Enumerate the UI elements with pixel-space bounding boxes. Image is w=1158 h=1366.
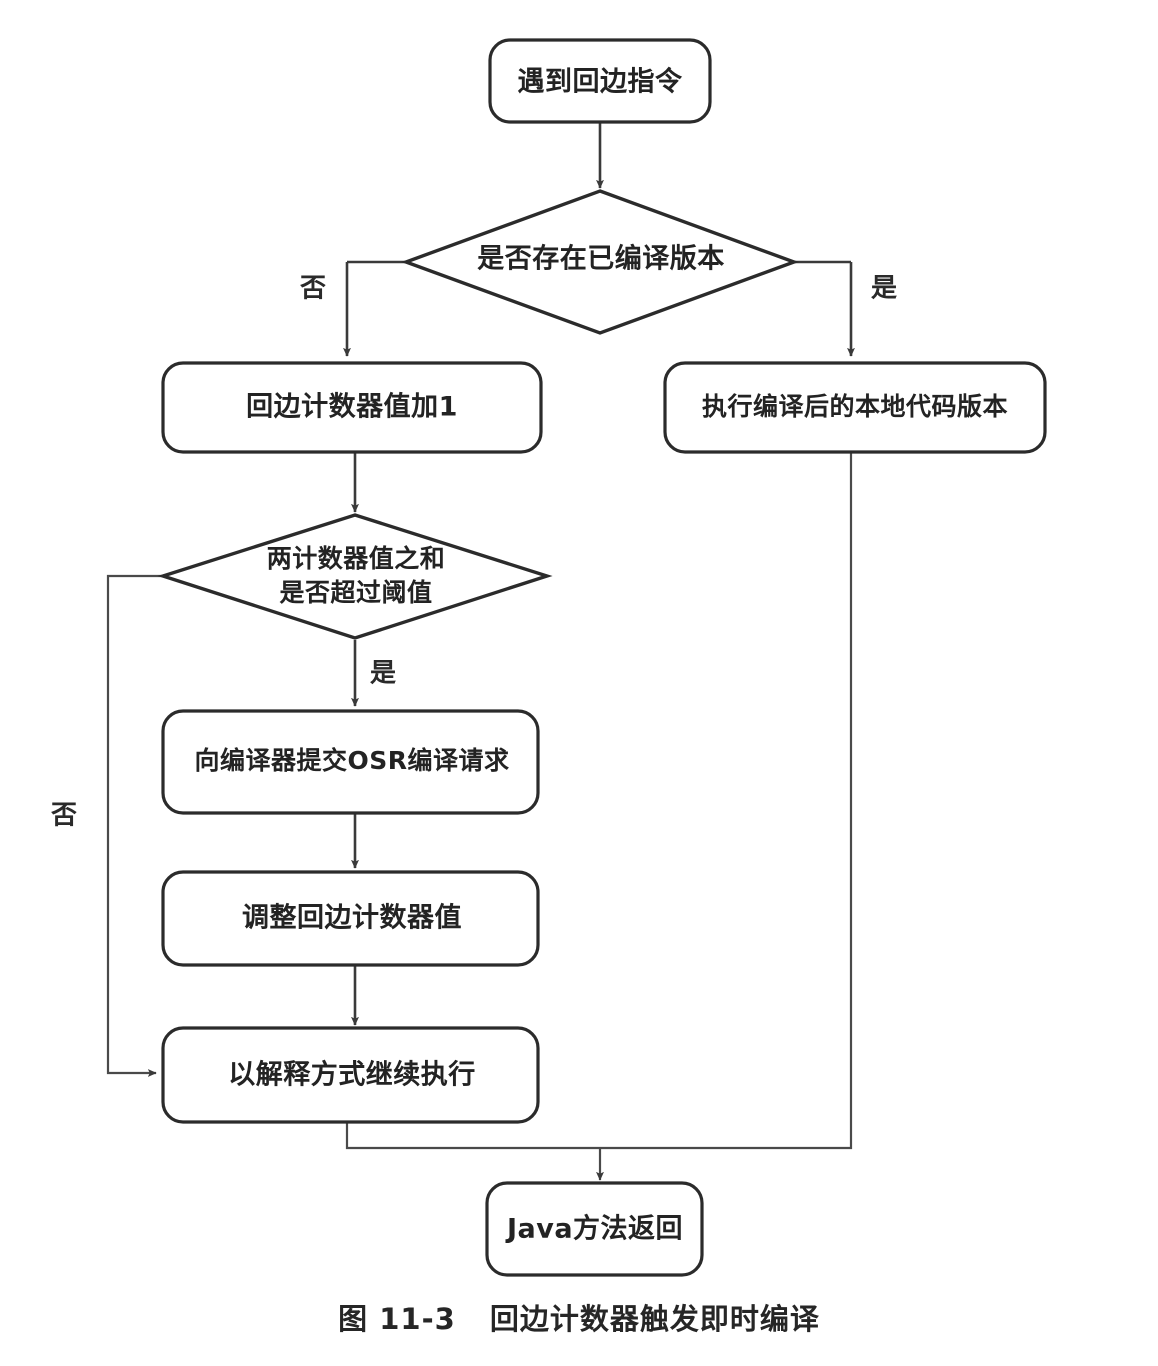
node-decision-over-threshold-shape — [157, 513, 553, 640]
edge-label-yes-2: 是 — [370, 659, 396, 689]
node-run-native-shape — [663, 361, 1047, 454]
edge-label-yes-1: 是 — [871, 274, 897, 304]
node-decision-over-threshold[interactable]: 两计数器值之和 是否超过阈值 — [157, 513, 553, 640]
node-adjust-counter[interactable]: 调整回边计数器值 — [161, 870, 540, 967]
node-run-native-label: 执行编译后的本地代码版本 — [702, 392, 1008, 421]
node-return-shape — [485, 1181, 704, 1277]
edge-decision1-no-to-inc-counter — [343, 260, 406, 357]
edge-interpret-to-return — [345, 1122, 604, 1181]
node-run-native[interactable]: 执行编译后的本地代码版本 — [663, 361, 1047, 454]
node-interpret[interactable]: 以解释方式继续执行 — [161, 1026, 540, 1124]
node-decision-over-threshold-label-line1: 两计数器值之和 — [267, 544, 446, 573]
node-decision-over-threshold-label-line2: 是否超过阈值 — [279, 578, 432, 607]
node-decision-has-compiled[interactable]: 是否存在已编译版本 — [401, 189, 799, 335]
node-adjust-counter-shape — [161, 870, 540, 967]
node-submit-osr-shape — [161, 709, 540, 815]
edge-decision2-no-to-interpret — [106, 574, 163, 1077]
node-adjust-counter-label: 调整回边计数器值 — [242, 903, 462, 934]
node-start-shape — [488, 38, 712, 124]
edge-run-native-to-return — [600, 452, 853, 1150]
figure-caption-title: 回边计数器触发即时编译 — [489, 1302, 820, 1336]
node-inc-counter-label: 回边计数器值加1 — [246, 392, 458, 423]
edge-label-no-1: 否 — [300, 274, 326, 304]
edge-label-no-2: 否 — [51, 801, 77, 831]
node-submit-osr[interactable]: 向编译器提交OSR编译请求 — [161, 709, 540, 815]
node-interpret-label: 以解释方式继续执行 — [228, 1059, 476, 1091]
node-start-label: 遇到回边指令 — [518, 66, 683, 98]
node-decision-has-compiled-shape — [401, 189, 799, 335]
node-return[interactable]: Java方法返回 — [485, 1181, 704, 1277]
edge-decision1-yes-to-run-native — [794, 260, 855, 357]
node-inc-counter-shape — [161, 361, 543, 454]
node-return-label: Java方法返回 — [505, 1213, 683, 1245]
node-decision-has-compiled-label: 是否存在已编译版本 — [477, 243, 725, 275]
figure-caption-number: 图 11-3 — [338, 1302, 456, 1336]
node-inc-counter[interactable]: 回边计数器值加1 — [161, 361, 543, 454]
node-interpret-shape — [161, 1026, 540, 1124]
node-start[interactable]: 遇到回边指令 — [488, 38, 712, 124]
figure-caption: 图 11-3 回边计数器触发即时编译 — [0, 1296, 1158, 1338]
node-submit-osr-label: 向编译器提交OSR编译请求 — [194, 746, 509, 775]
